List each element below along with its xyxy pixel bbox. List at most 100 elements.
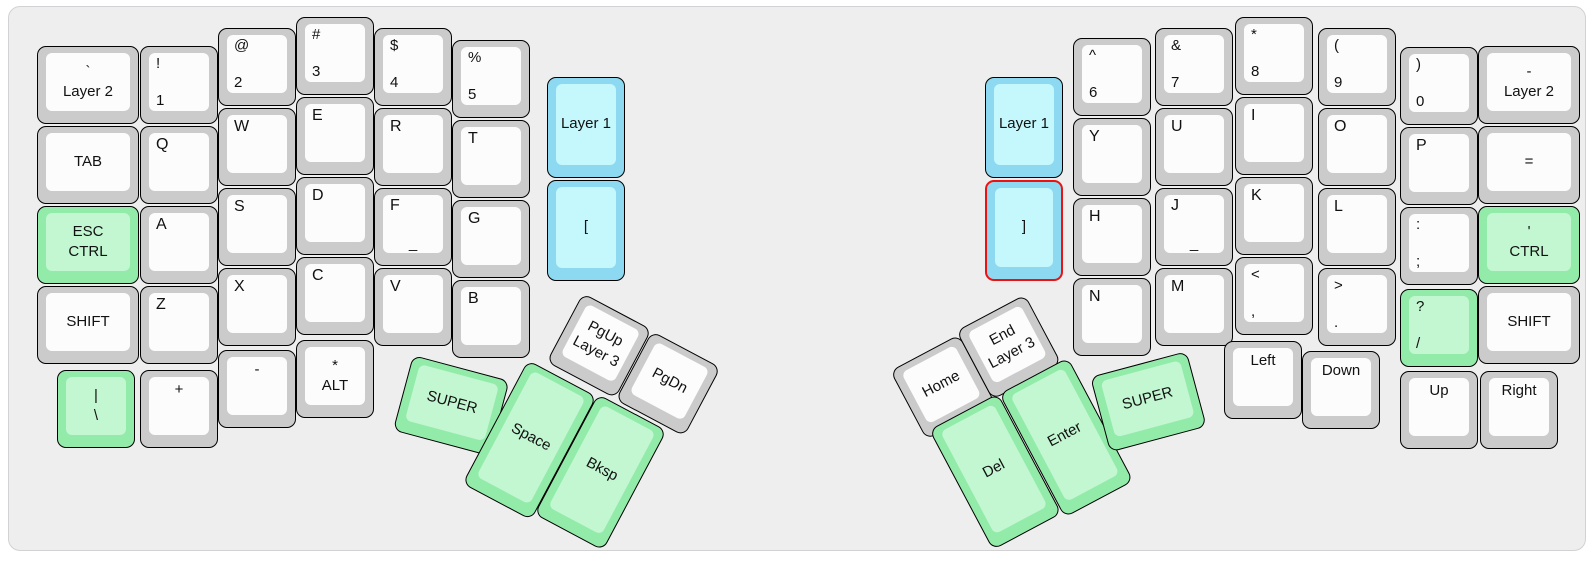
key-n[interactable]: N bbox=[1073, 278, 1151, 356]
key-b[interactable]: B bbox=[452, 280, 530, 358]
key-6[interactable]: ^6 bbox=[1073, 38, 1151, 116]
key-t[interactable]: T bbox=[452, 120, 530, 198]
key-z[interactable]: Z bbox=[140, 286, 218, 364]
keycap-top: :; bbox=[1409, 214, 1469, 272]
key-3[interactable]: #3 bbox=[296, 17, 374, 95]
key-e[interactable]: E bbox=[296, 97, 374, 175]
key-1[interactable]: !1 bbox=[140, 46, 218, 124]
key-8[interactable]: *8 bbox=[1235, 17, 1313, 95]
key-label: SUPER bbox=[1120, 383, 1175, 414]
key-label: Layer 1 bbox=[998, 115, 1050, 133]
keycap-top: N bbox=[1082, 285, 1142, 343]
key-label: & bbox=[1171, 37, 1182, 54]
key-left-arrow[interactable]: Left bbox=[1224, 341, 1302, 419]
key-minus-layer2[interactable]: -Layer 2 bbox=[1478, 46, 1580, 124]
key-s[interactable]: S bbox=[218, 188, 296, 266]
keycap-top: H bbox=[1082, 205, 1142, 263]
key-label: Bksp bbox=[583, 453, 621, 485]
key-c[interactable]: C bbox=[296, 257, 374, 335]
key-label: M bbox=[1171, 278, 1185, 295]
key-g[interactable]: G bbox=[452, 200, 530, 278]
key-shift-right[interactable]: SHIFT bbox=[1478, 286, 1580, 364]
key-pipe-backslash[interactable]: |\ bbox=[57, 370, 135, 448]
key-m[interactable]: M bbox=[1155, 268, 1233, 346]
key-down-arrow[interactable]: Down bbox=[1302, 351, 1380, 429]
key-label: F bbox=[390, 197, 400, 214]
key-u[interactable]: U bbox=[1155, 108, 1233, 186]
key-j[interactable]: J_ bbox=[1155, 188, 1233, 266]
key-shift-left[interactable]: SHIFT bbox=[37, 286, 139, 364]
key-label: I bbox=[1251, 107, 1256, 124]
keycap-top: Layer 1 bbox=[556, 84, 616, 165]
key-right-arrow[interactable]: Right bbox=[1480, 371, 1558, 449]
key-d[interactable]: D bbox=[296, 177, 374, 255]
key-label: - bbox=[254, 361, 260, 378]
key-label: B bbox=[468, 290, 479, 307]
key-f[interactable]: F_ bbox=[374, 188, 452, 266]
keycap-top: + bbox=[149, 377, 209, 435]
key-p[interactable]: P bbox=[1400, 127, 1478, 205]
key-i[interactable]: I bbox=[1235, 97, 1313, 175]
key-minus[interactable]: - bbox=[218, 350, 296, 428]
keycap-top: SHIFT bbox=[46, 293, 130, 351]
keycap-top: Right bbox=[1489, 378, 1549, 436]
key-0[interactable]: )0 bbox=[1400, 47, 1478, 125]
key-w[interactable]: W bbox=[218, 108, 296, 186]
key-7[interactable]: &7 bbox=[1155, 28, 1233, 106]
keycap-top: PgDn bbox=[629, 341, 710, 421]
key-l[interactable]: L bbox=[1318, 188, 1396, 266]
key-y[interactable]: Y bbox=[1073, 118, 1151, 196]
key-up-arrow[interactable]: Up bbox=[1400, 371, 1478, 449]
key-quote-ctrl[interactable]: 'CTRL bbox=[1478, 206, 1580, 284]
key-o[interactable]: O bbox=[1318, 108, 1396, 186]
key-label: Right bbox=[1501, 382, 1537, 399]
key-label: ^ bbox=[1089, 47, 1097, 64]
key-period[interactable]: >. bbox=[1318, 268, 1396, 346]
key-label: H bbox=[1089, 208, 1101, 225]
key-question-slash[interactable]: ?/ bbox=[1400, 289, 1478, 367]
key-tab[interactable]: TAB bbox=[37, 126, 139, 204]
key-9[interactable]: (9 bbox=[1318, 28, 1396, 106]
key-grave-layer2[interactable]: `Layer 2 bbox=[37, 46, 139, 124]
keycap-top: <, bbox=[1244, 264, 1304, 322]
keycap-top: @2 bbox=[227, 35, 287, 93]
key-equals[interactable]: = bbox=[1478, 126, 1580, 204]
keycap-top: >. bbox=[1327, 275, 1387, 333]
key-label: $ bbox=[390, 37, 399, 54]
key-a[interactable]: A bbox=[140, 206, 218, 284]
key-lbracket[interactable]: [ bbox=[547, 180, 625, 281]
key-label: ? bbox=[1416, 298, 1425, 315]
key-4[interactable]: $4 bbox=[374, 28, 452, 106]
keycap-top: F_ bbox=[383, 195, 443, 253]
key-super-right[interactable]: SUPER bbox=[1090, 351, 1207, 453]
keycap-top: B bbox=[461, 287, 521, 345]
keycap-top: -Layer 2 bbox=[1487, 53, 1571, 111]
key-x[interactable]: X bbox=[218, 268, 296, 346]
key-label: - bbox=[1526, 62, 1532, 80]
keycap-top: D bbox=[305, 184, 365, 242]
key-layer1-left[interactable]: Layer 1 bbox=[547, 77, 625, 178]
key-label: ` bbox=[85, 62, 91, 80]
key-k[interactable]: K bbox=[1235, 177, 1313, 255]
keycap-top: *8 bbox=[1244, 24, 1304, 82]
key-h[interactable]: H bbox=[1073, 198, 1151, 276]
key-rbracket[interactable]: ] bbox=[985, 180, 1063, 281]
key-layer1-right[interactable]: Layer 1 bbox=[985, 77, 1063, 178]
key-label: SHIFT bbox=[66, 312, 110, 330]
keycap-top: U bbox=[1164, 115, 1224, 173]
key-alt[interactable]: *ALT bbox=[296, 340, 374, 418]
key-plus[interactable]: + bbox=[140, 370, 218, 448]
key-5[interactable]: %5 bbox=[452, 40, 530, 118]
key-2[interactable]: @2 bbox=[218, 28, 296, 106]
keycap-top: ?/ bbox=[1409, 296, 1469, 354]
keycap-top: (9 bbox=[1327, 35, 1387, 93]
key-q[interactable]: Q bbox=[140, 126, 218, 204]
keycap-top: [ bbox=[556, 187, 616, 268]
key-label: , bbox=[1251, 303, 1256, 320]
key-v[interactable]: V bbox=[374, 268, 452, 346]
key-colon-semicolon[interactable]: :; bbox=[1400, 207, 1478, 285]
keycap-top: !1 bbox=[149, 53, 209, 111]
key-comma[interactable]: <, bbox=[1235, 257, 1313, 335]
key-r[interactable]: R bbox=[374, 108, 452, 186]
